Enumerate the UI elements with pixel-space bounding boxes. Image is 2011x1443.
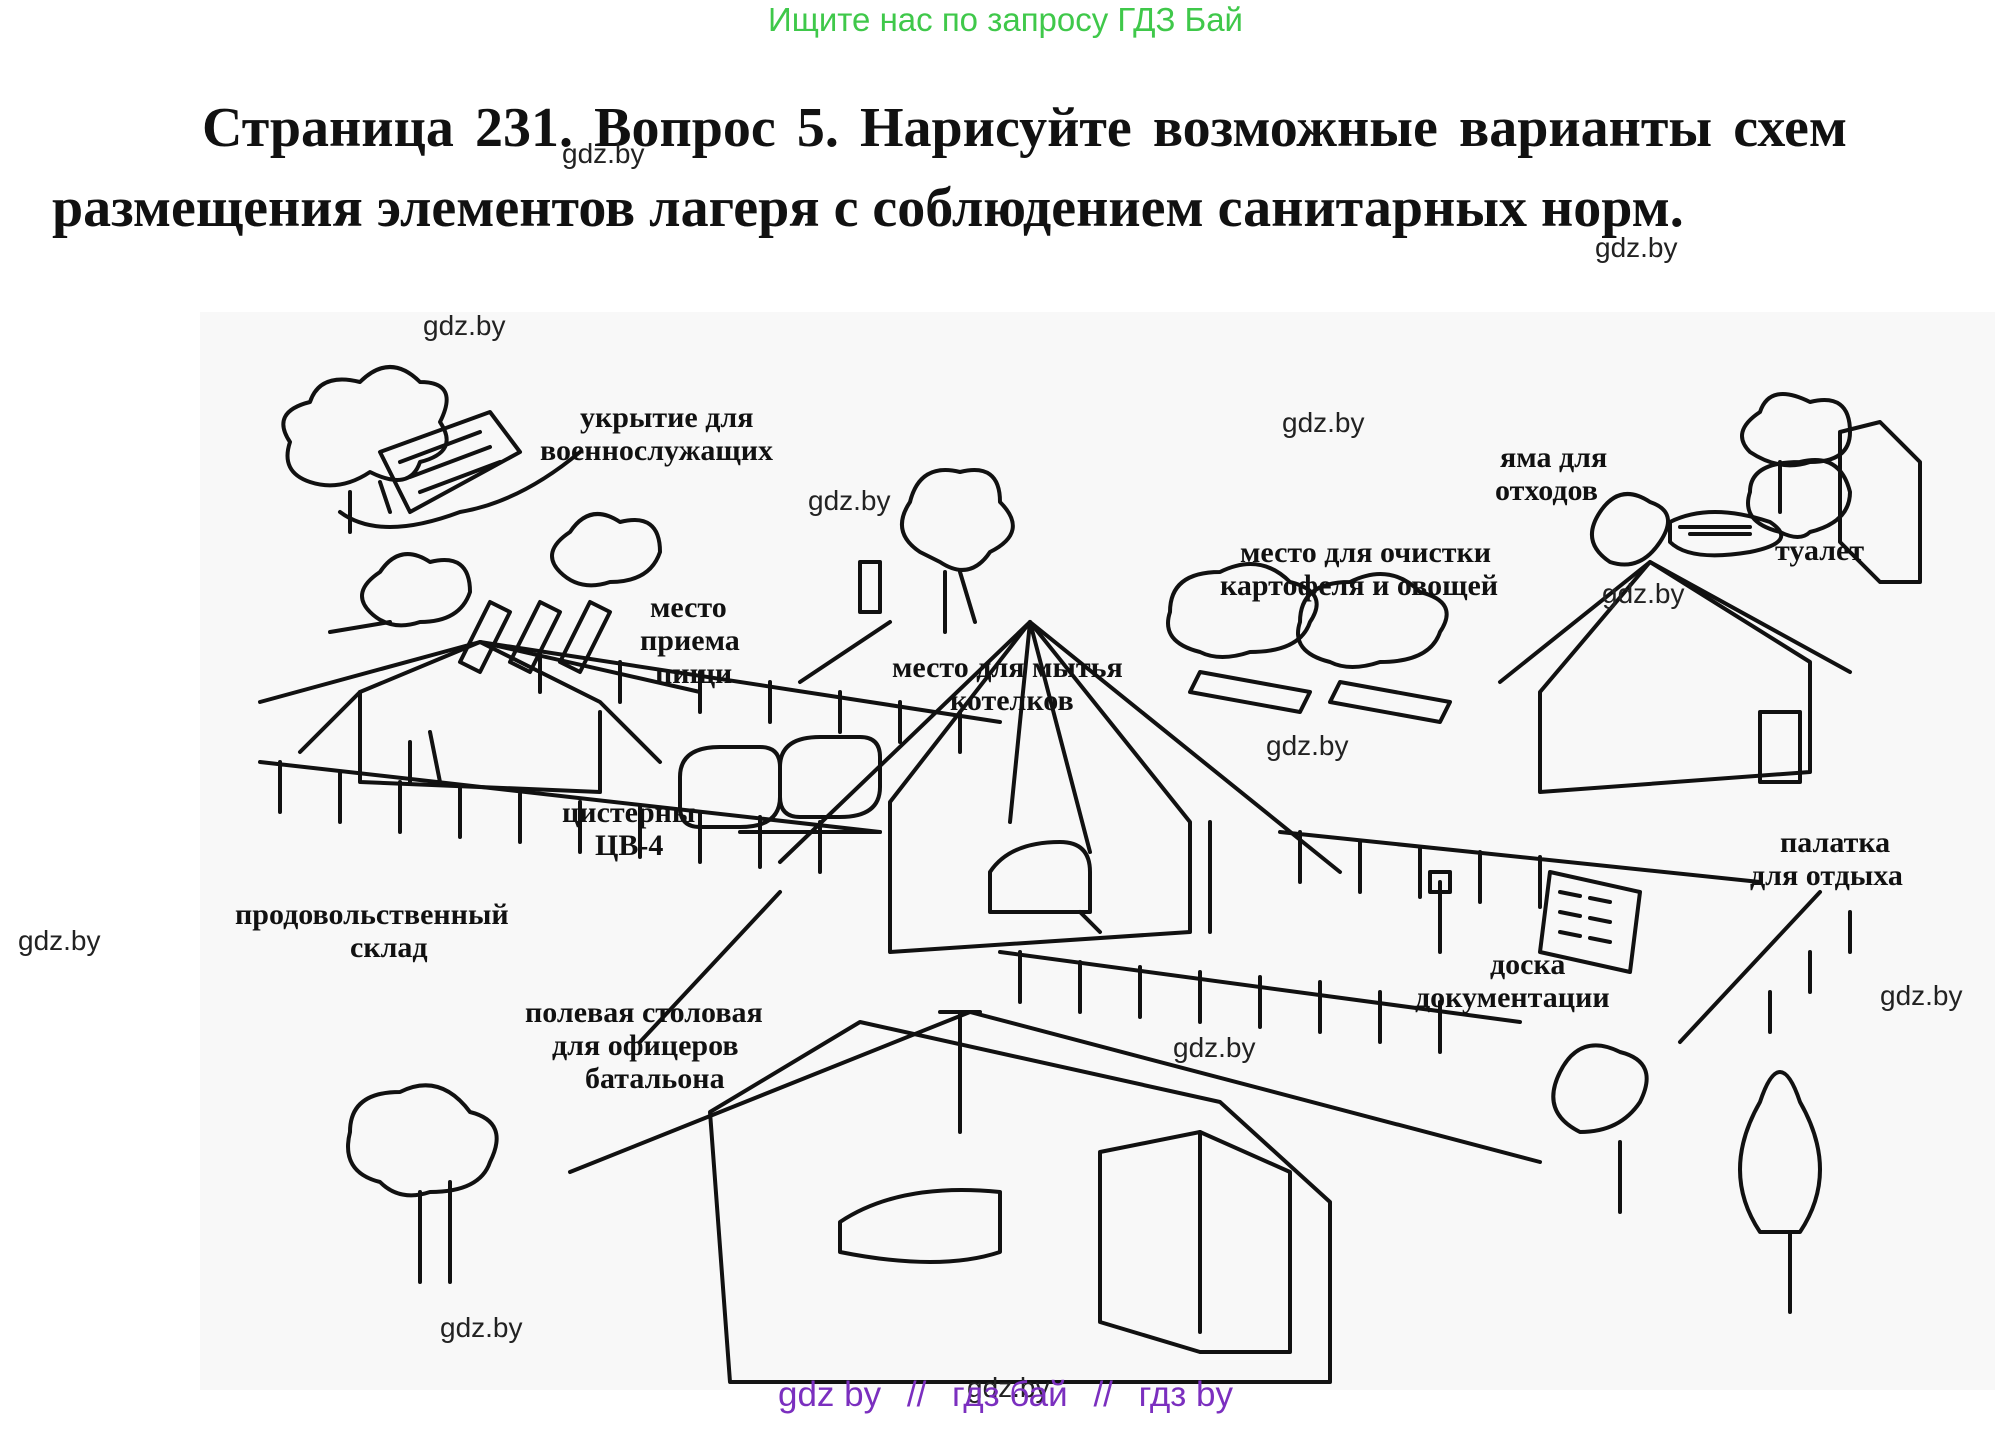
- watermark: gdz.by: [423, 310, 506, 341]
- watermark: gdz.by: [1602, 578, 1685, 609]
- label-mess-1: полевая столовая: [525, 996, 763, 1029]
- label-washing-1: место для мытья: [892, 651, 1123, 684]
- label-mess-2: для офицеров: [552, 1029, 739, 1062]
- watermark: gdz.by: [967, 1372, 1050, 1403]
- washing-place-icon: [798, 468, 1015, 684]
- toilet-icon: [1668, 392, 1922, 584]
- footer-link-gdz-bai[interactable]: гдз бай: [952, 1375, 1068, 1414]
- food-storage-tent-icon: [258, 640, 1002, 874]
- label-food-storage-1: продовольственный: [235, 898, 509, 931]
- label-toilet: туалет: [1775, 534, 1864, 567]
- label-shelter-1: укрытие для: [580, 401, 753, 434]
- bottom-trees-icon: [346, 1043, 1822, 1314]
- footer-link-gdz-by-ru[interactable]: гдз by: [1138, 1375, 1233, 1414]
- label-eating-2: приема: [640, 624, 740, 657]
- watermark: gdz.by: [1880, 980, 1963, 1011]
- label-mess-3: батальона: [585, 1062, 725, 1095]
- eating-trees-icon: [328, 512, 662, 674]
- watermark: gdz.by: [1595, 232, 1678, 263]
- question-heading: Страница 231. Вопрос 5. Нарисуйте возмож…: [52, 97, 1847, 239]
- watermark: gdz.by: [18, 925, 101, 956]
- label-peeling-2: картофеля и овощей: [1220, 569, 1498, 602]
- camp-drawing: укрытие для военнослужащих яма для отход…: [235, 365, 1922, 1384]
- peeling-place-icon: [1166, 562, 1452, 724]
- lower-fence-icon: [638, 890, 1522, 1054]
- central-tent-icon: [778, 620, 1342, 954]
- label-eating-1: место: [650, 591, 727, 624]
- footer-links: gdz by // гдз бай // гдз by: [0, 1375, 2011, 1415]
- top-banner: Ищите нас по запросу ГДЗ Бай: [768, 1, 1243, 38]
- label-waste-2: отходов: [1495, 474, 1598, 507]
- watermark: gdz.by: [1266, 730, 1349, 761]
- label-rest-tent-1: палатка: [1780, 826, 1890, 859]
- label-peeling-1: место для очистки: [1240, 536, 1491, 569]
- watermark: gdz.by: [1282, 407, 1365, 438]
- label-waste-1: яма для: [1500, 441, 1607, 474]
- footer-link-gdz-by[interactable]: gdz by: [778, 1375, 882, 1414]
- label-shelter-2: военнослужащих: [540, 434, 773, 467]
- documents-board-icon: [1428, 870, 1642, 974]
- label-tanks-1: цистерны: [562, 796, 695, 829]
- officers-mess-tent-icon: [568, 1010, 1542, 1384]
- camp-layout-illustration: укрытие для военнослужащих яма для отход…: [200, 312, 1995, 1390]
- rest-tent-icon: [1498, 458, 1852, 794]
- label-board-1: доска: [1490, 948, 1565, 981]
- water-tanks-icon: [678, 735, 882, 829]
- right-fence-icon: [1278, 830, 1852, 1044]
- label-eating-3: пищи: [655, 657, 732, 690]
- footer-separator: //: [906, 1375, 927, 1414]
- watermark: gdz.by: [562, 138, 645, 169]
- label-rest-tent-2: для отдыха: [1750, 859, 1903, 892]
- watermark: gdz.by: [440, 1312, 523, 1343]
- footer-separator: //: [1093, 1375, 1113, 1414]
- watermark: gdz.by: [1173, 1032, 1256, 1063]
- label-washing-2: котелков: [950, 684, 1074, 717]
- watermark: gdz.by: [808, 485, 891, 516]
- label-food-storage-2: склад: [350, 931, 428, 964]
- label-tanks-2: ЦВ-4: [595, 829, 663, 862]
- shelter-tree-icon: [281, 365, 582, 534]
- label-board-2: документации: [1415, 981, 1610, 1014]
